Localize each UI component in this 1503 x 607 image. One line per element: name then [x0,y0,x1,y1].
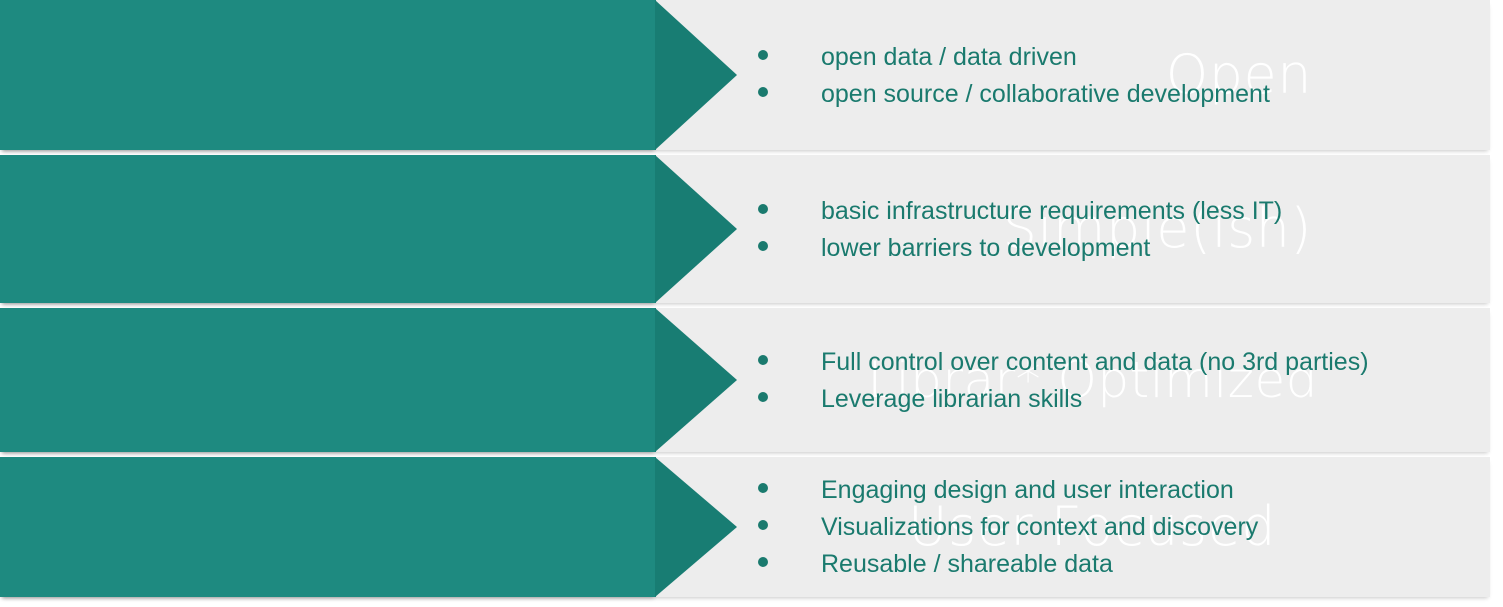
chevron-arrow-head [655,457,737,597]
chevron-arrow-head [655,308,737,452]
chevron-shape [0,308,737,452]
bullet-dot-icon [758,520,768,530]
diagram-row-open: Open open data / data driven open source… [0,0,1490,150]
bullet-list: Engaging design and user interaction Vis… [758,457,1258,597]
bullet-list: basic infrastructure requirements (less … [758,155,1282,303]
chevron-shape [0,0,737,150]
bullet-dot-icon [758,354,768,365]
chevron-label: Simple(ish) [1002,197,1312,260]
list-item: Leverage librarian skills [758,385,1369,413]
bullet-dot-icon [758,391,768,402]
list-item: basic infrastructure requirements (less … [758,197,1282,225]
list-item: Reusable / shareable data [758,550,1258,578]
chevron-label: Open [1165,43,1312,106]
bullet-dot-icon [758,557,768,567]
chevron-body [0,155,656,303]
bullet-dot-icon [758,86,768,97]
list-item: Full control over content and data (no 3… [758,348,1369,376]
list-item-label: open source / collaborative development [821,79,1270,108]
list-item-label: Full control over content and data (no 3… [821,347,1369,376]
list-item-label: Engaging design and user interaction [821,476,1234,504]
list-item-label: basic infrastructure requirements (less … [821,196,1283,225]
diagram-row-user-focused: User Focused Engaging design and user in… [0,457,1490,597]
list-item: open source / collaborative development [758,80,1270,108]
list-item-label: Reusable / shareable data [821,550,1113,578]
list-item-label: lower barriers to development [821,233,1151,262]
list-item-label: open data / data driven [821,42,1077,71]
bullet-dot-icon [758,203,768,214]
bullet-dot-icon [758,49,768,60]
diagram-row-simple: Simple(ish) basic infrastructure require… [0,155,1490,303]
chevron-shape [0,155,737,303]
chevron-shape [0,457,737,597]
list-item: open data / data driven [758,43,1270,71]
bullet-dot-icon [758,240,768,251]
list-item: lower barriers to development [758,234,1282,262]
bullet-list: open data / data driven open source / co… [758,0,1270,150]
list-item: Visualizations for context and discovery [758,513,1258,541]
diagram-row-librar-optimized: Librar* Optimized Full control over cont… [0,308,1490,452]
chevron-arrow-head [655,155,737,303]
list-item-label: Leverage librarian skills [821,384,1083,413]
chevron-body [0,308,656,452]
bullet-list: Full control over content and data (no 3… [758,308,1369,452]
chevron-label: Librar* Optimized [867,351,1318,409]
bullet-dot-icon [758,483,768,493]
chevron-label: User Focused [908,495,1276,558]
chevron-body [0,457,656,597]
chevron-body [0,0,656,150]
list-item-label: Visualizations for context and discovery [821,513,1259,541]
list-item: Engaging design and user interaction [758,476,1258,504]
chevron-arrow-head [655,0,737,150]
